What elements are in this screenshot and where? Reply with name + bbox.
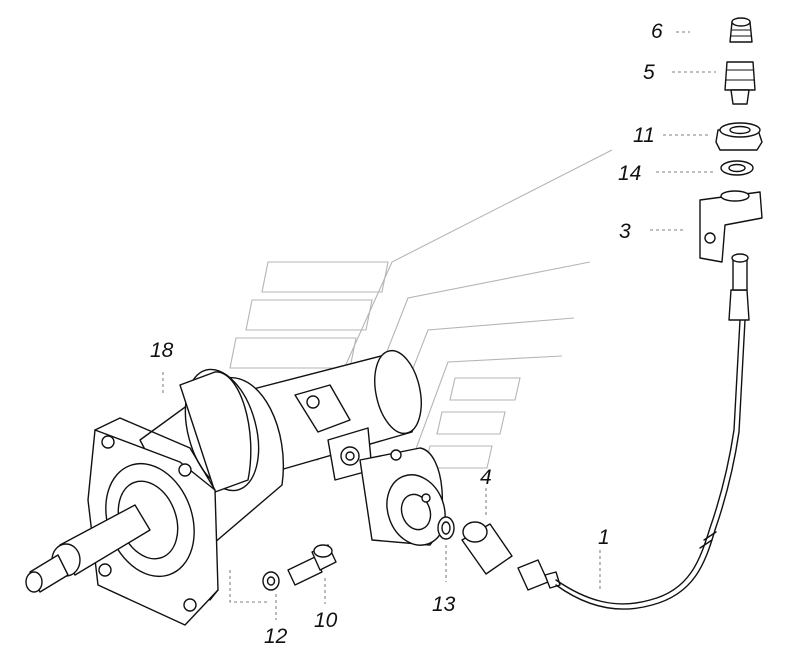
part-3-bracket (699, 190, 763, 263)
label-part-6: 6 (651, 20, 663, 43)
label-part-4: 4 (480, 466, 492, 489)
label-part-10: 10 (314, 609, 338, 632)
part-6-cap (729, 17, 753, 43)
part-4-adapter (461, 521, 513, 575)
label-part-13: 13 (432, 593, 456, 616)
label-part-3: 3 (619, 220, 631, 243)
callout-labels: 6 5 11 14 3 18 4 1 13 10 12 (150, 20, 663, 648)
part-12-washer (262, 571, 280, 591)
label-part-18: 18 (150, 339, 174, 362)
part-10-bolt (287, 544, 337, 586)
part-5-fitting (724, 61, 756, 105)
label-part-14: 14 (618, 162, 641, 185)
label-part-12: 12 (264, 625, 288, 648)
label-part-5: 5 (643, 61, 655, 84)
part-1-pipe (517, 253, 750, 610)
label-part-11: 11 (633, 124, 655, 147)
part-11-nut (715, 122, 763, 151)
part-14-washer (720, 160, 754, 176)
watermark-logo (229, 149, 613, 469)
leader-lines (162, 31, 716, 620)
label-part-1: 1 (598, 526, 610, 549)
part-18-cylinder-assembly (25, 349, 446, 626)
part-13-washer (437, 516, 455, 540)
